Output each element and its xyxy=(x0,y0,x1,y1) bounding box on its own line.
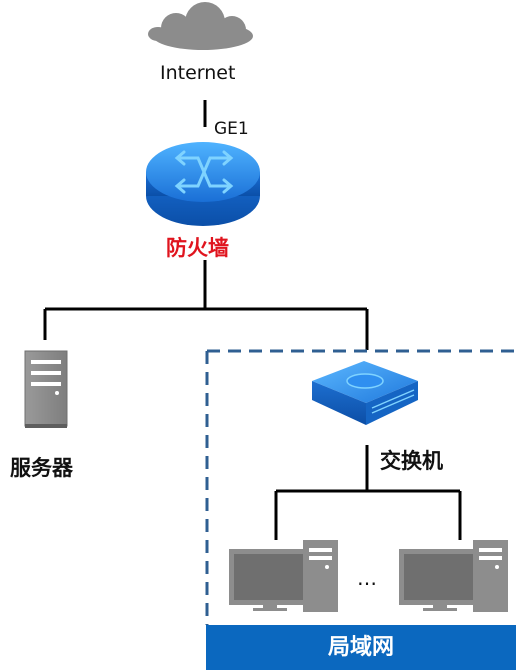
switch-icon xyxy=(312,361,418,425)
ge1-port-label: GE1 xyxy=(214,119,249,139)
firewall-icon xyxy=(146,142,260,226)
pc-icon xyxy=(229,540,338,612)
internet-label: Internet xyxy=(160,62,236,84)
more-pcs-ellipsis: … xyxy=(357,566,379,590)
pc-icon xyxy=(399,540,508,612)
lan-banner: 局域网 xyxy=(206,625,516,670)
firewall-label: 防火墙 xyxy=(166,236,229,260)
lan-label: 局域网 xyxy=(327,635,394,660)
server-label: 服务器 xyxy=(10,456,73,480)
switch-label: 交换机 xyxy=(380,449,443,473)
firewall-branch-links xyxy=(43,260,369,350)
server-icon xyxy=(24,350,68,428)
cloud-icon xyxy=(148,2,253,50)
lan-boundary xyxy=(205,349,516,625)
switch-branch-links xyxy=(274,445,462,540)
